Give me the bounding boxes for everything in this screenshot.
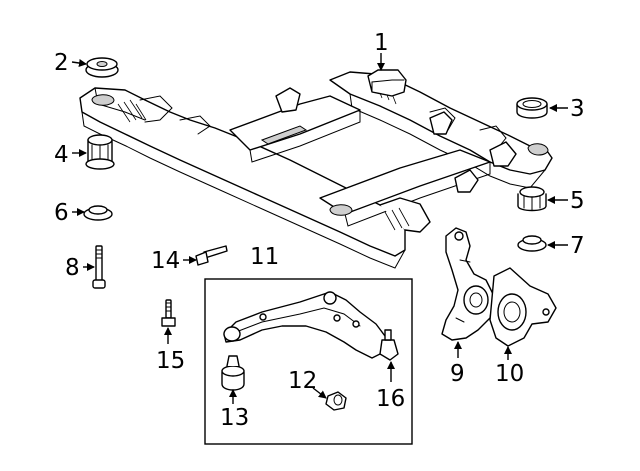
part-4-bushing bbox=[85, 134, 115, 170]
callout-13: 13 bbox=[220, 405, 249, 431]
leader-lines bbox=[71, 53, 568, 404]
callout-6: 6 bbox=[54, 200, 69, 226]
callout-3: 3 bbox=[570, 96, 585, 122]
part-15-bolt bbox=[161, 299, 176, 327]
callout-15: 15 bbox=[156, 348, 185, 374]
callout-12: 12 bbox=[288, 368, 317, 394]
callout-9: 9 bbox=[450, 361, 465, 387]
callout-11: 11 bbox=[250, 244, 279, 270]
part-5-bushing bbox=[517, 186, 547, 212]
callout-2: 2 bbox=[54, 50, 69, 76]
part-9-steering-knuckle bbox=[441, 227, 495, 341]
callout-10: 10 bbox=[495, 361, 524, 387]
lower-control-arm bbox=[223, 291, 399, 361]
part-13-bushing bbox=[221, 355, 245, 391]
part-3-insulator bbox=[516, 97, 548, 119]
callout-8: 8 bbox=[65, 255, 80, 281]
callout-4: 4 bbox=[54, 142, 69, 168]
engine-cradle-frame bbox=[79, 69, 553, 269]
part-11-group-box bbox=[204, 278, 413, 445]
part-10-hub-shield bbox=[489, 267, 557, 347]
callout-14: 14 bbox=[151, 248, 180, 274]
part-6-washer bbox=[83, 205, 113, 221]
callout-7: 7 bbox=[570, 233, 585, 259]
part-12-bushing bbox=[325, 391, 347, 411]
part-2-insulator bbox=[85, 57, 119, 78]
callout-16: 16 bbox=[376, 386, 405, 412]
callout-5: 5 bbox=[570, 188, 585, 214]
callout-1: 1 bbox=[374, 30, 389, 56]
part-7-washer bbox=[517, 235, 547, 252]
part-14-bolt bbox=[195, 245, 228, 266]
part-8-bolt bbox=[92, 245, 106, 289]
